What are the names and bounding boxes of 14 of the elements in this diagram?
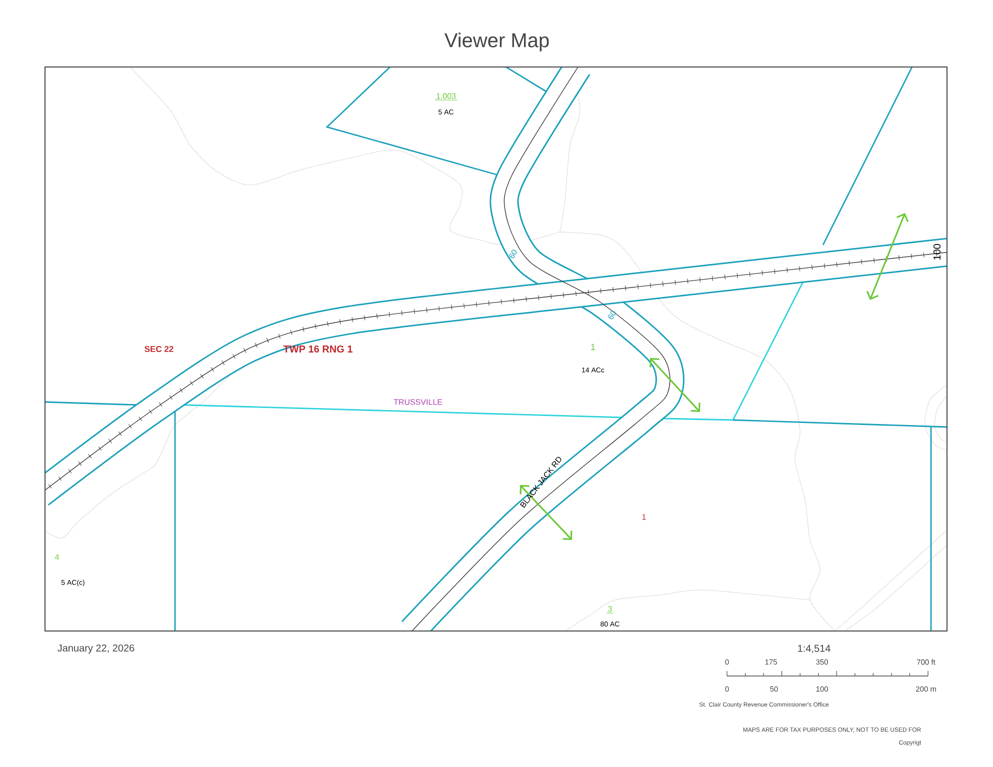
parcel-number: 3 [606,606,614,614]
date-label: January 22, 2026 [58,644,134,654]
title: Viewer Map [444,32,549,52]
scale-ratio: 1:4,514 [798,644,830,654]
town-label: TRUSSVILLE [394,399,442,405]
road-number: 60 [608,310,616,320]
road-number: 100 [933,244,941,260]
parcel-number: 1.003 [434,93,458,100]
parcel-number: 1 [642,514,646,520]
road-number: 60 [509,250,517,258]
parcel-number: 4 [54,554,59,560]
section-label: SEC 22 [144,346,174,352]
township-label: TWP 16 RNG 1 [283,345,352,353]
parcel-number: 1 [591,344,596,350]
